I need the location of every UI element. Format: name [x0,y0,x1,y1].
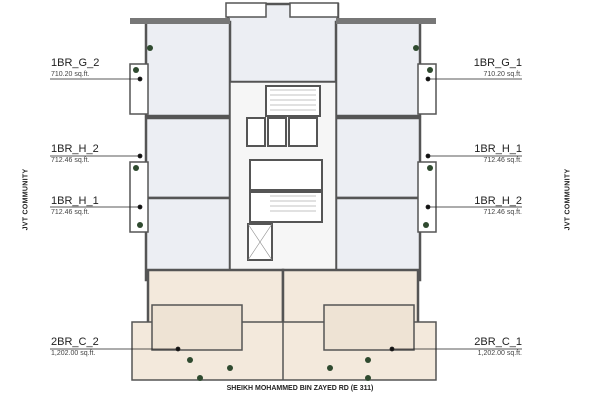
unit-area: 710.20 sq.ft. [483,71,522,78]
left-balcony [129,63,149,115]
right-ledge [336,18,436,24]
unit-name: 1BR_H_1 [51,195,99,207]
unit-area: 712.46 sq.ft. [483,209,522,216]
left-balcony [129,161,149,233]
unit-name: 1BR_H_1 [474,143,522,155]
unit-1br-h-2-right [334,196,422,282]
unit-label-1br-h-1-left: 1BR_H_1 712.46 sq.ft. [51,196,99,218]
unit-1br-g-2 [144,20,232,118]
plants [133,45,433,381]
unit-label-2br-c-2: 2BR_C_2 1,202.00 sq.ft. [51,337,99,359]
lift [267,117,287,147]
stair-treads [270,195,316,212]
unit-2br-c-2-rooms [151,304,243,351]
unit-name: 1BR_G_2 [51,57,100,69]
top-balcony [225,2,267,18]
unit-label-1br-g-2: 1BR_G_2 710.20 sq.ft. [51,58,99,80]
unit-label-1br-h-2: 1BR_H_2 712.46 sq.ft. [51,144,99,166]
left-ledge [130,18,230,24]
stair-treads [270,89,316,111]
unit-name: 2BR_C_2 [51,336,99,348]
unit-name: 1BR_H_2 [51,143,99,155]
top-balcony [289,2,339,18]
stair [249,191,323,223]
lift [288,117,318,147]
leader-lines [50,76,522,352]
unit-1br-h-1 [334,116,422,200]
road-label: SHEIKH MOHAMMED BIN ZAYED RD (E 311) [226,385,374,392]
unit-1br-h-1-left [144,196,232,282]
lift [246,117,266,147]
unit-name: 2BR_C_1 [474,336,522,348]
unit-area: 1,202.00 sq.ft. [477,350,522,357]
unit-name: 1BR_H_2 [474,195,522,207]
unit-label-1br-h-2-right: 1BR_H_2 712.46 sq.ft. [474,196,522,218]
unit-label-2br-c-1: 2BR_C_1 1,202.00 sq.ft. [474,337,522,359]
unit-area: 710.20 sq.ft. [51,71,90,78]
unit-2br-c-1-rooms [323,304,415,351]
unit-area: 712.46 sq.ft. [51,209,90,216]
right-balcony [417,161,437,233]
right-balcony [417,63,437,115]
unit-name: 1BR_G_1 [473,57,522,69]
unit-1br-h-2 [144,116,232,200]
unit-label-1br-g-1: 1BR_G_1 710.20 sq.ft. [474,58,522,80]
side-label-right: JVT COMMUNITY [564,168,572,231]
unit-area: 1,202.00 sq.ft. [51,350,96,357]
unit-area: 712.46 sq.ft. [483,157,522,164]
unit-label-1br-h-1: 1BR_H_1 712.46 sq.ft. [474,144,522,166]
stair [265,85,321,117]
side-label-left: JVT COMMUNITY [22,168,30,231]
service-room [249,159,323,191]
unit-1br-g-1 [334,20,422,118]
unit-area: 712.46 sq.ft. [51,157,90,164]
